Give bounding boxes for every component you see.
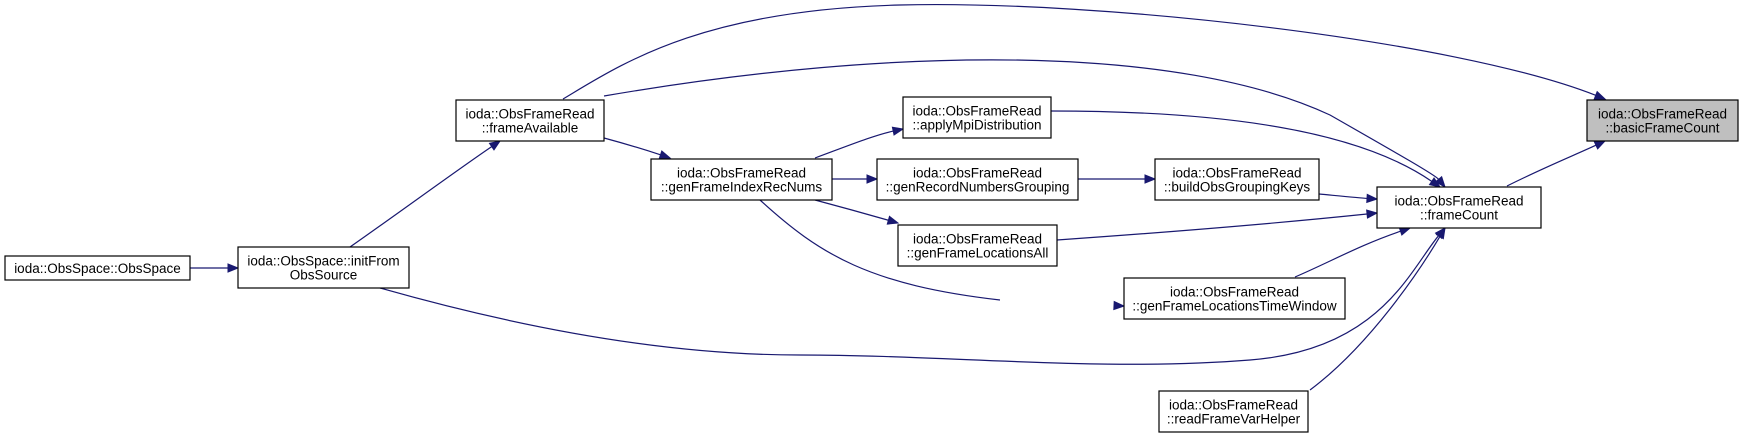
node-applyMpiDistribution[interactable]: ioda::ObsFrameRead::applyMpiDistribution <box>902 96 1052 139</box>
arrowhead <box>658 150 672 160</box>
edge-genFrameIndexRecNums-to-genFrameLocationsTimeWindow <box>759 199 1126 311</box>
arrowhead <box>866 174 879 184</box>
edge-line <box>1309 236 1441 391</box>
arrowhead <box>1366 209 1379 219</box>
edge-obsSpace-to-initFromObsSource <box>190 263 240 273</box>
edge-initFromObsSource-to-frameCount <box>379 226 1446 365</box>
edge-line <box>603 137 661 156</box>
node-box <box>876 158 1079 201</box>
node-genFrameLocationsTimeWindow[interactable]: ioda::ObsFrameRead::genFrameLocationsTim… <box>1123 277 1346 320</box>
edge-frameAvailable-to-frameCount <box>603 59 1446 189</box>
arrowhead <box>1366 193 1379 204</box>
node-box <box>1158 390 1309 433</box>
edges-layer <box>190 4 1607 391</box>
edge-genFrameLocationsTimeWindow-to-frameCount <box>1294 226 1412 278</box>
arrowhead <box>1144 174 1157 184</box>
edge-line <box>1294 230 1401 278</box>
edge-genFrameLocationsAll-to-frameCount <box>1056 209 1379 241</box>
edge-genFrameIndexRecNums-to-genFrameLocationsAll <box>814 199 900 225</box>
node-label-line: ::genFrameIndexRecNums <box>661 180 823 195</box>
arrowhead <box>891 126 905 136</box>
edge-line <box>1506 144 1597 187</box>
node-genRecordNumbersGrouping[interactable]: ioda::ObsFrameRead::genRecordNumbersGrou… <box>876 158 1079 201</box>
node-label-line: ::readFrameVarHelper <box>1167 412 1301 427</box>
arrowhead <box>1428 177 1442 188</box>
node-box <box>237 246 410 289</box>
arrowhead <box>227 263 240 273</box>
edge-frameCount-to-basic <box>1506 140 1607 187</box>
node-label-line: ::basicFrameCount <box>1605 121 1719 136</box>
edge-frameAvailable-to-basic <box>562 4 1607 100</box>
node-box <box>455 99 605 142</box>
edge-line <box>562 4 1596 100</box>
node-label-line: ioda::ObsFrameRead <box>913 232 1042 247</box>
node-label-line: ::frameCount <box>1420 208 1498 223</box>
edge-genFrameIndexRecNums-to-genRecordNumbersGrouping <box>832 174 879 184</box>
arrowhead <box>1434 175 1446 189</box>
node-label-line: ioda::ObsSpace::ObsSpace <box>14 261 181 276</box>
node-box <box>4 255 191 281</box>
node-label-line: ::buildObsGroupingKeys <box>1164 180 1311 195</box>
node-box <box>1586 99 1739 142</box>
edge-genRecordNumbersGrouping-to-buildObsGroupingKeys <box>1078 174 1157 184</box>
edge-line <box>814 199 889 221</box>
edge-line <box>603 59 1440 180</box>
edge-line <box>1056 213 1368 241</box>
node-box <box>897 224 1058 267</box>
edge-line <box>814 130 894 159</box>
node-label-line: ioda::ObsFrameRead <box>1394 194 1523 209</box>
edge-genFrameIndexRecNums-to-applyMpiDistribution <box>814 126 905 159</box>
edge-initFromObsSource-to-frameAvailable <box>349 140 502 248</box>
node-label-line: ioda::ObsFrameRead <box>465 107 594 122</box>
node-genFrameIndexRecNums[interactable]: ioda::ObsFrameRead::genFrameIndexRecNums <box>650 158 833 201</box>
node-label-line: ::genFrameLocationsTimeWindow <box>1132 299 1337 314</box>
edge-line <box>1050 110 1433 182</box>
node-frameCount[interactable]: ioda::ObsFrameRead::frameCount <box>1376 186 1542 229</box>
node-basic[interactable]: ioda::ObsFrameRead::basicFrameCount <box>1586 99 1739 142</box>
node-frameAvailable[interactable]: ioda::ObsFrameRead::frameAvailable <box>455 99 605 142</box>
node-label-line: ioda::ObsFrameRead <box>1598 107 1727 122</box>
node-label-line: ::applyMpiDistribution <box>912 118 1041 133</box>
arrowhead <box>488 140 502 151</box>
node-obsSpace[interactable]: ioda::ObsSpace::ObsSpace <box>4 255 191 281</box>
node-label-line: ioda::ObsFrameRead <box>1172 166 1301 181</box>
node-label-line: ioda::ObsFrameRead <box>677 166 806 181</box>
node-label-line: ObsSource <box>290 268 358 283</box>
edge-applyMpiDistribution-to-frameCount <box>1050 110 1442 188</box>
node-box <box>1123 277 1346 320</box>
node-genFrameLocationsAll[interactable]: ioda::ObsFrameRead::genFrameLocationsAll <box>897 224 1058 267</box>
edge-buildObsGroupingKeys-to-frameCount <box>1318 193 1379 204</box>
node-label-line: ioda::ObsFrameRead <box>912 104 1041 119</box>
node-label-line: ioda::ObsFrameRead <box>913 166 1042 181</box>
node-label-line: ioda::ObsSpace::initFrom <box>247 254 399 269</box>
edge-line <box>379 235 1440 365</box>
node-box <box>650 158 833 201</box>
node-buildObsGroupingKeys[interactable]: ioda::ObsFrameRead::buildObsGroupingKeys <box>1154 158 1320 201</box>
arrowhead <box>1113 300 1126 311</box>
edge-line <box>1318 193 1368 200</box>
node-label-line: ::frameAvailable <box>482 121 579 136</box>
arrowhead <box>886 215 900 225</box>
edge-line <box>759 199 1001 301</box>
edge-line <box>349 146 493 248</box>
node-box <box>902 96 1052 139</box>
nodes-layer: ioda::ObsFrameRead::basicFrameCountioda:… <box>4 96 1739 433</box>
node-label-line: ::genFrameLocationsAll <box>907 246 1049 261</box>
node-readFrameVarHelper[interactable]: ioda::ObsFrameRead::readFrameVarHelper <box>1158 390 1309 433</box>
node-box <box>1154 158 1320 201</box>
node-label-line: ::genRecordNumbersGrouping <box>886 180 1070 195</box>
arrowhead <box>1593 90 1607 100</box>
node-box <box>1376 186 1542 229</box>
arrowhead <box>1434 226 1446 240</box>
edge-frameAvailable-to-genFrameIndexRecNums <box>603 137 672 160</box>
node-label-line: ioda::ObsFrameRead <box>1169 398 1298 413</box>
node-label-line: ioda::ObsFrameRead <box>1170 285 1299 300</box>
arrowhead <box>1593 140 1607 150</box>
